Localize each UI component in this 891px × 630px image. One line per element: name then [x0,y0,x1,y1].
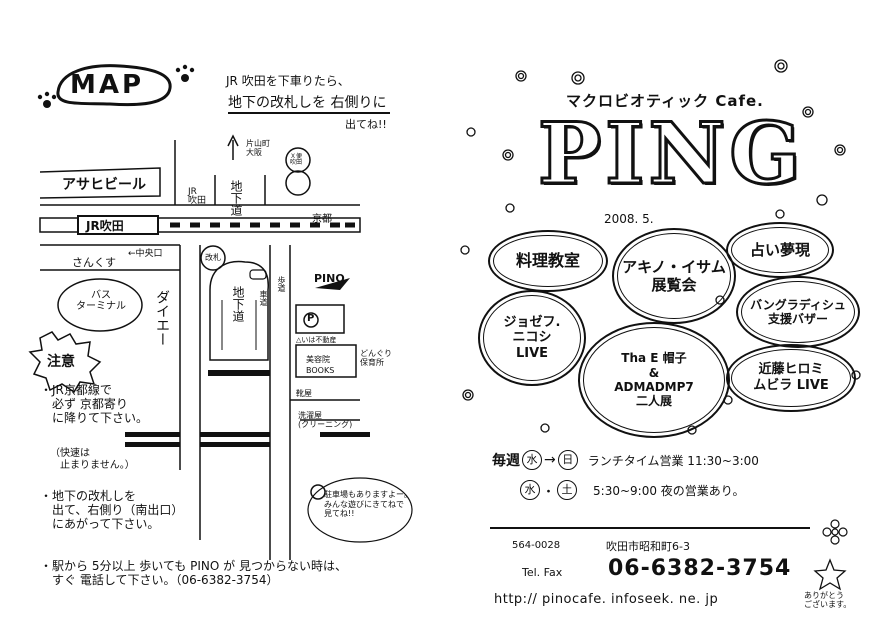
day-wed-badge: 水 [522,450,542,470]
pino-arrow [315,278,350,290]
event-bangladesh-bazaar: バングラディシュ 支援バザー [736,276,860,348]
sankusu-label: さんくす [72,256,116,269]
map-title-bubble [56,64,172,107]
event-label: バングラディシュ 支援バザー [750,297,846,326]
map-intro-line1: JR 吹田を下車りたら、 [226,74,350,88]
event-label: 料理教室 [515,251,580,271]
tel-label: Tel. Fax [522,566,563,579]
event-label: 近藤ヒロミ ムビラ LIVE [753,362,829,393]
biyoin-label: 美容院 [306,355,330,364]
south-exit-label: ←中央口 [128,249,163,259]
event-cooking-class: 料理教室 [488,230,608,292]
books-label: BOOKS [306,366,335,375]
hours-prefix: 毎週 [492,453,520,469]
event-joseph-live: ジョゼフ. ニコシ LIVE [478,290,586,386]
hours-dot: ・ [542,484,556,500]
shoe-shop-label: 靴屋 [296,389,312,398]
flyer-subtitle: マクロビオティック Cafe. [566,92,764,110]
pino-map-label: PINO [314,272,345,285]
hours-dinner: 5:30~9:00 夜の営業あり。 [593,483,745,498]
caution-burst [28,331,102,394]
hours-line1: 毎週 水 → 日 ランチタイム営業 11:30~3:00 [492,450,759,470]
hours-line2: 水 ・ 土 5:30~9:00 夜の営業あり。 [520,480,745,500]
post-office-label: Ｘ便 吹田 [290,153,303,166]
tel-number: 06-6382-3754 [608,556,792,581]
sidewalk-label: 歩道 [277,276,286,292]
event-hat-exhibition: Tha E 帽子 & ADMADMP7 二人展 [578,322,730,438]
star-figure-icon [813,558,847,591]
fudosan-label: △いは不動産 [296,336,337,344]
jr-small-label: JR 吹田 [188,187,207,206]
bus-terminal-outline [57,278,143,332]
daiei-label: ダイエー [154,290,170,346]
website-url[interactable]: http:// pinocafe. infoseek. ne. jp [494,592,719,607]
event-label: Tha E 帽子 & ADMADMP7 二人展 [614,351,694,409]
event-kondo-live: 近藤ヒロミ ムビラ LIVE [726,344,856,412]
katayama-label: 片山町 大阪 [246,139,270,157]
note-phone: ・駅から 5分以上 歩いても PINO が 見つからない時は、 すぐ 電話して下… [40,559,347,587]
asahi-label: アサヒビール [62,177,146,193]
day-sat-badge: 土 [557,480,578,500]
caution-title: 注意 [47,354,75,370]
event-label: アキノ・イサム 展覧会 [622,258,726,294]
jr-station-label: JR吹田 [86,219,124,233]
postal-code: 564-0028 [512,540,561,551]
parking-label: P [307,313,315,324]
event-fortune: 占い夢現 [726,222,834,278]
flower-icon [822,519,848,545]
hours-arrow: → [544,452,556,468]
thanks-note: ありがとう ございます。 [804,591,852,609]
nursery-label: どんぐり 保育所 [360,349,392,367]
parking-note: 駐車場もありますよー。 みんな遊びにきてねで 見てね!! [324,490,412,519]
roadway-label: 車道 [259,290,268,306]
map-intro-line2: 地下の改札しを 右側りに [228,95,387,111]
map-intro-line3: 出てね!! [345,118,387,131]
day-wed-badge: 水 [520,480,540,500]
kaisatsu-label: 改札 [205,253,221,262]
railway-tracks [39,215,361,235]
laundry-label: 洗濯屋 (クリーニング) [298,411,353,429]
event-label: ジョゼフ. ニコシ LIVE [503,314,561,361]
underground-top-label: 地下道 [229,180,243,216]
kyoto-label: 京都 [312,214,332,225]
paw-print-icon [37,64,195,108]
bus-terminal-label: バス ターミナル [76,290,126,312]
hours-lunch: ランチタイム営業 11:30~3:00 [587,453,759,468]
flyer-date: 2008. 5. [604,212,654,226]
event-label: 占い夢現 [749,241,810,259]
note-jr-line: ・JR京都線で 必ず 京都寄り に降りて下さい。 [40,383,149,425]
address: 吹田市昭和町6-3 [606,540,690,553]
note-exit: ・地下の改札しを 出て、右側り（南出口） にあがって下さい。 [40,489,184,531]
crosswalk-marks [125,370,370,447]
underground-label: 地下道 [231,286,245,322]
pino-logo: PING [537,104,805,203]
map-title: MAP [70,70,145,100]
event-akino-exhibition: アキノ・イサム 展覧会 [612,228,736,324]
day-sun-badge: 日 [557,450,578,470]
note-rapid: （快速は 止まりません。） [50,448,135,471]
